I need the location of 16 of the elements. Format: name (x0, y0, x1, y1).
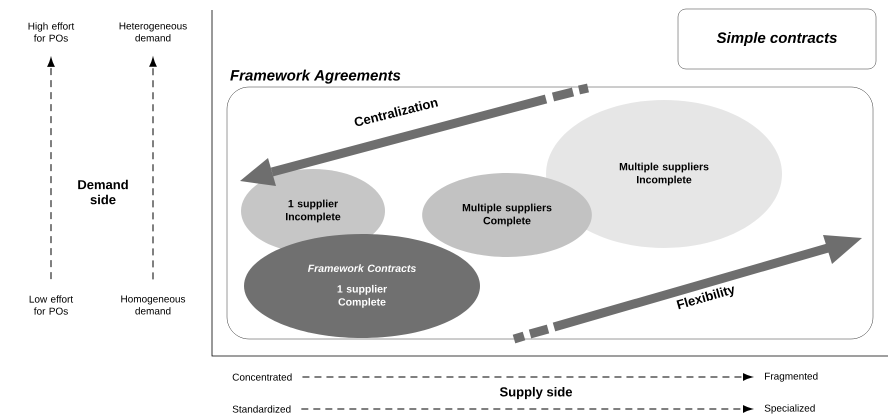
contract-box: Simple contracts (678, 8, 876, 70)
dashed-arrow (302, 373, 752, 381)
scale-text: Fragmented (765, 372, 818, 382)
axis-title: Demand side (78, 180, 128, 204)
scale-text: Concentrated (232, 373, 292, 381)
scale-text: High effort for POs (28, 22, 74, 42)
scale-text: Homogeneous demand (121, 296, 186, 314)
scale-text: Heterogeneous demand (120, 22, 187, 42)
scale-text: Low effort for POs (30, 295, 74, 315)
scale-text: Specialized (764, 404, 815, 414)
dashed-arrow (149, 57, 157, 280)
scale-text: Standardized (232, 405, 290, 413)
node-label: Framework Agreements (230, 70, 400, 84)
dashed-arrow (300, 405, 752, 413)
axis-title: Supply side (500, 386, 572, 400)
dashed-arrow (47, 58, 55, 280)
